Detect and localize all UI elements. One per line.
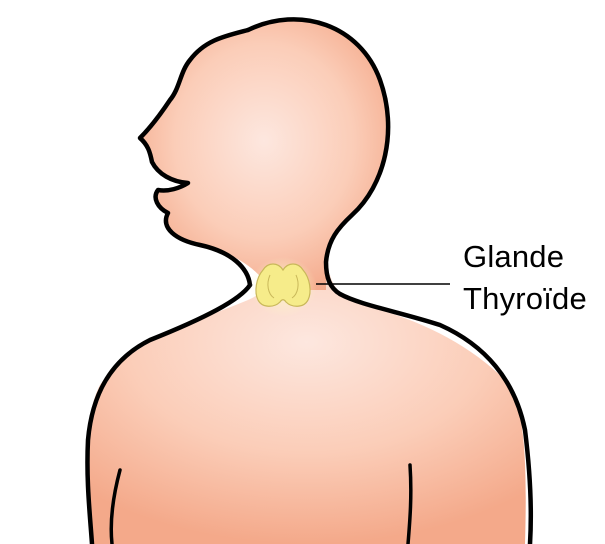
label-thyroide: Thyroïde [463,282,587,316]
torso [88,275,526,544]
head [140,19,388,290]
label-glande: Glande [463,240,564,274]
thyroid-gland [256,264,310,306]
